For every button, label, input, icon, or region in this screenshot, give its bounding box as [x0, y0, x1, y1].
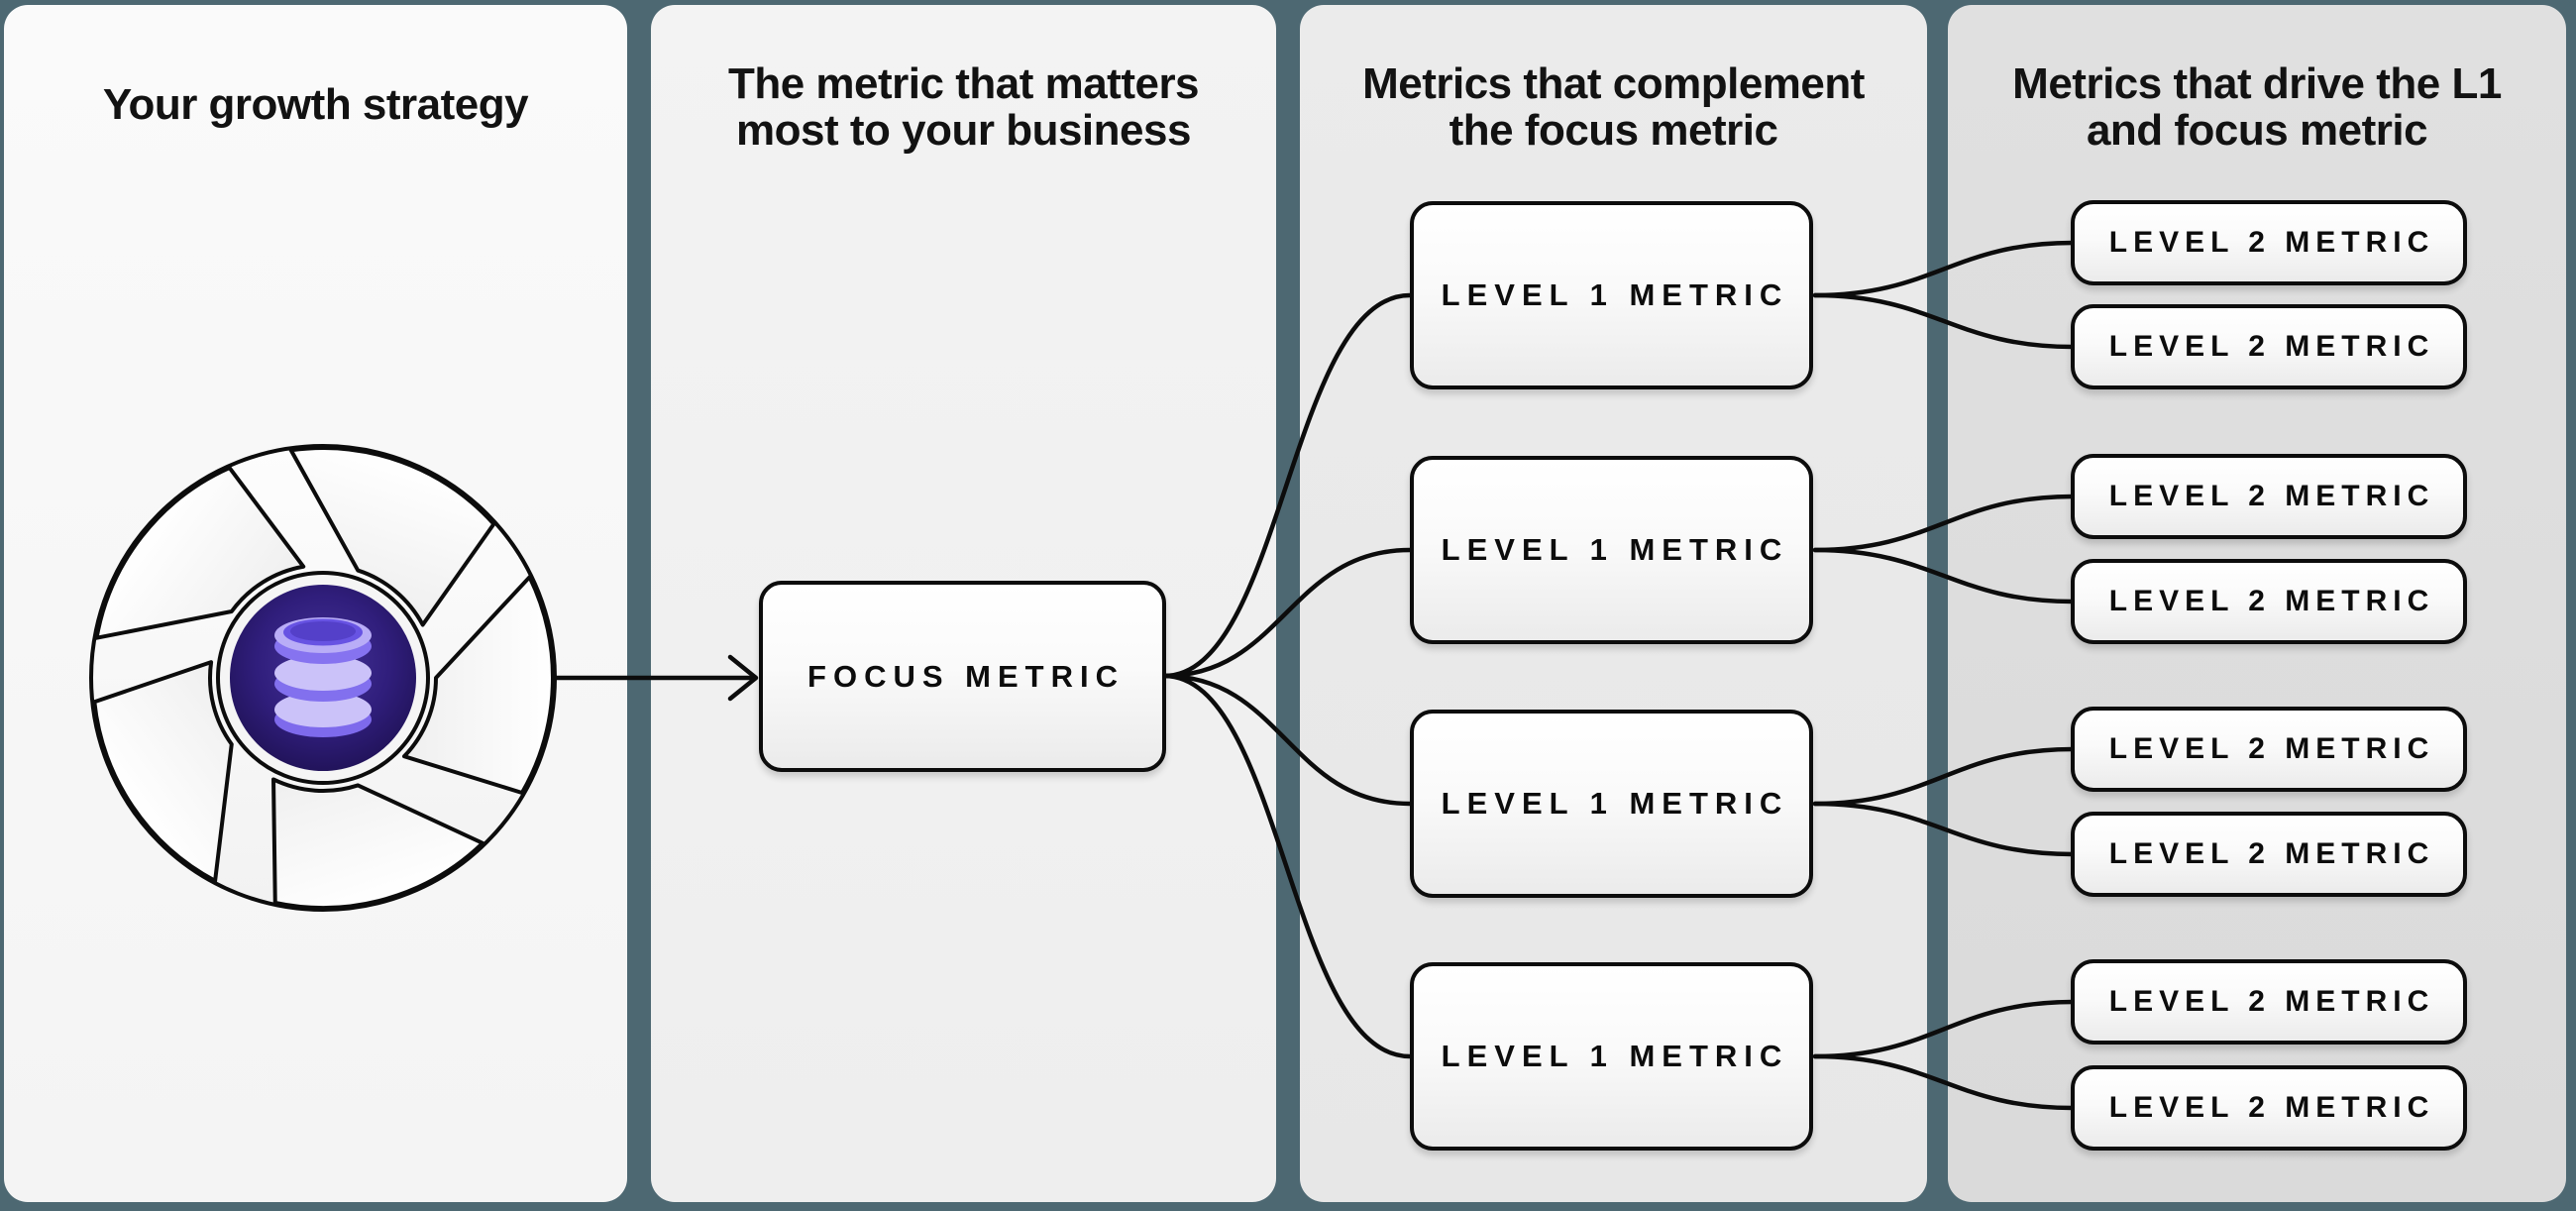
panel-title-line: Your growth strategy [102, 80, 529, 129]
level1-metric-box: LEVEL 1 METRIC [1410, 710, 1813, 898]
level2-metric-box: LEVEL 2 METRIC [2071, 559, 2467, 644]
panel-growth-strategy: Your growth strategy [4, 5, 627, 1202]
level2-metric-box: LEVEL 2 METRIC [2071, 1065, 2467, 1151]
panel-title-line: and focus metric [2086, 106, 2428, 155]
level1-metric-box: LEVEL 1 METRIC [1410, 962, 1813, 1151]
level2-metric-box: LEVEL 2 METRIC [2071, 812, 2467, 897]
panel-title-line: The metric that matters [727, 59, 1200, 108]
level1-metric-box: LEVEL 1 METRIC [1410, 456, 1813, 644]
level2-metric-box: LEVEL 2 METRIC [2071, 454, 2467, 539]
level1-metric-box: LEVEL 1 METRIC [1410, 201, 1813, 389]
panel-title: Metrics that drive the L1 and focus metr… [1948, 60, 2566, 154]
level2-metric-box: LEVEL 2 METRIC [2071, 959, 2467, 1045]
panel-title-line: Metrics that drive the L1 [2012, 59, 2502, 108]
panel-title: Your growth strategy [4, 81, 627, 128]
panel-title-line: Metrics that complement [1362, 59, 1865, 108]
focus-metric-box: FOCUS METRIC [759, 581, 1166, 772]
level2-metric-box: LEVEL 2 METRIC [2071, 304, 2467, 389]
panel-title: The metric that matters most to your bus… [651, 60, 1276, 154]
panel-title: Metrics that complement the focus metric [1300, 60, 1927, 154]
panel-title-line: the focus metric [1449, 106, 1778, 155]
panel-title-line: most to your business [736, 106, 1191, 155]
level2-metric-box: LEVEL 2 METRIC [2071, 707, 2467, 792]
level2-metric-box: LEVEL 2 METRIC [2071, 200, 2467, 285]
